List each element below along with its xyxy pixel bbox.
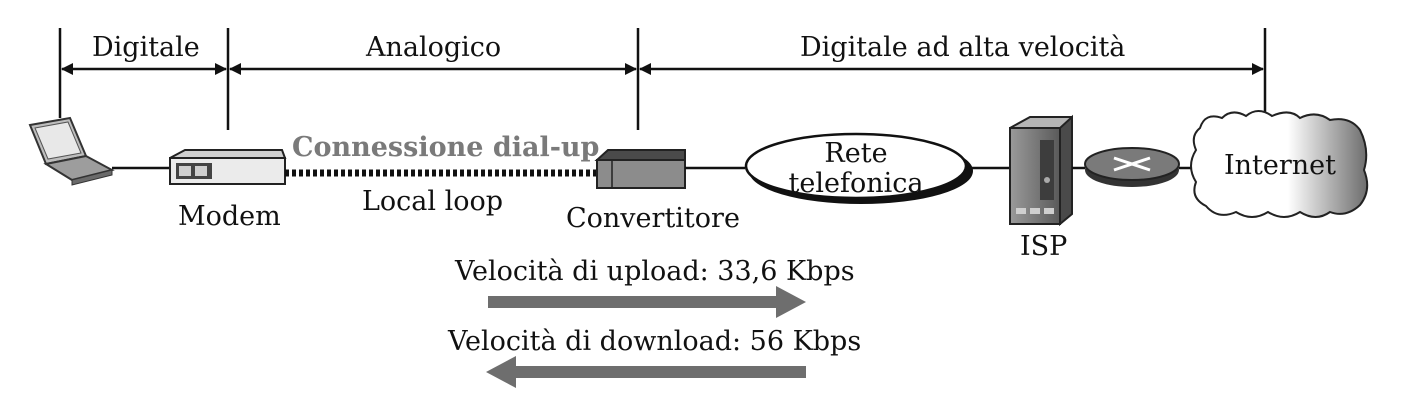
modem-icon [169,149,287,185]
internet-cloud-icon [1190,110,1369,218]
modem-label: Modem [178,201,281,232]
section-label-digitale-alta: Digitale ad alta velocità [800,32,1126,63]
convertitore-label: Convertitore [566,203,740,234]
dialup-label: Connessione dial-up [292,132,600,163]
download-speed-label: Velocità di download: 56 Kbps [448,326,862,357]
local-loop-label: Local loop [362,186,504,217]
laptop-icon [28,116,115,186]
download-arrow [486,356,806,388]
isp-server-icon [1009,114,1073,227]
isp-label: ISP [1020,231,1068,262]
rete-telefonica-label-line2: telefonica [788,168,924,199]
router-icon [1084,147,1180,187]
section-label-analogico: Analogico [366,32,502,63]
rete-telefonica-label-line1: Rete [824,138,888,169]
internet-label: Internet [1223,150,1336,181]
upload-arrow [488,286,806,318]
section-label-digitale: Digitale [92,32,200,63]
upload-speed-label: Velocità di upload: 33,6 Kbps [455,256,855,287]
convertitore-icon [594,149,686,189]
rete-telefonica-ellipse [744,132,973,204]
